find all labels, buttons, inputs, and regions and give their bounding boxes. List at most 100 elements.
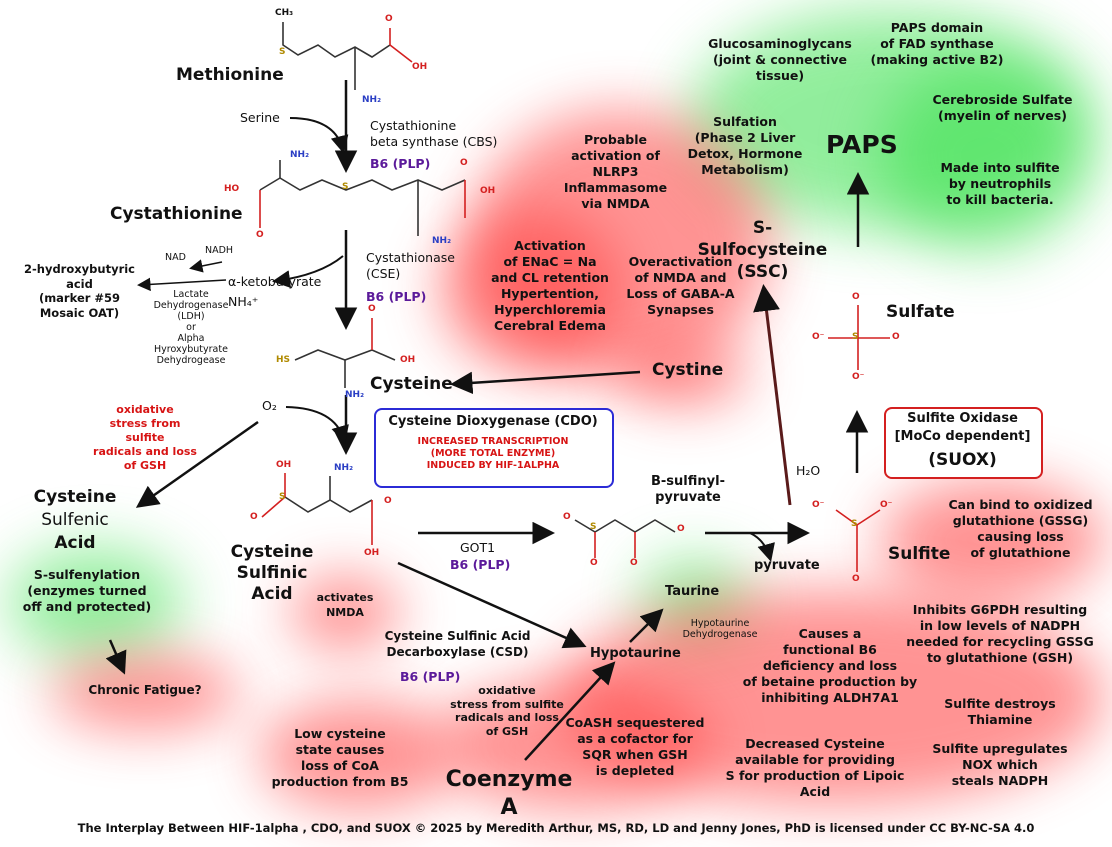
serine-label: Serine	[240, 110, 280, 125]
sulfate-o-top: O	[852, 292, 860, 302]
cystathionine-o-right: O	[460, 158, 468, 168]
sulfinic-oh-bottom: OH	[364, 548, 380, 558]
cysteine-label: Cysteine	[370, 374, 453, 394]
b-sulfinyl-pyruvate-label: B-sulfinyl- pyruvate	[651, 474, 725, 505]
cystathionine-label: Cystathionine	[110, 204, 243, 224]
arrow-pyruvate-out	[749, 532, 775, 562]
nad-label: NAD	[165, 252, 186, 263]
hypotaurine-label: Hypotaurine	[590, 646, 681, 661]
cysteine-hs: HS	[276, 355, 291, 365]
cystathionine-s: S	[342, 182, 349, 192]
coash-note: CoASH sequestered as a cofactor for SQR …	[565, 715, 705, 778]
csd-cofactor: B6 (PLP)	[400, 669, 461, 684]
methionine-nh2: NH₂	[362, 95, 382, 105]
csd-enzyme-label: Cysteine Sulfinic Acid Decarboxylase (CS…	[384, 629, 531, 659]
arrow-o2-in	[285, 406, 349, 444]
h2o-label: H₂O	[796, 463, 821, 478]
glycosaminoglycans-note: Glucosaminoglycans (joint & connective t…	[708, 36, 852, 83]
cysteine-sulfenic-label-2: Sulfenic	[41, 510, 109, 530]
bsulfinyl-o-right: O	[677, 524, 685, 534]
green-region-left	[8, 548, 183, 658]
lipoic-note: Decreased Cysteine available for providi…	[725, 736, 905, 799]
arrow-serine-in	[289, 117, 349, 154]
license-footer: The Interplay Between HIF-1alpha , CDO, …	[77, 821, 1035, 835]
gssg-note: Can bind to oxidized glutathione (GSSG) …	[948, 497, 1093, 560]
sulfite-o-left: O⁻	[812, 500, 825, 510]
sulfinic-o-right: O	[384, 496, 392, 506]
thiamine-note: Sulfite destroys Thiamine	[944, 696, 1056, 727]
sulfation-note: Sulfation (Phase 2 Liver Detox, Hormone …	[687, 114, 803, 177]
sulfinic-s: S	[279, 492, 286, 502]
neutrophils-note: Made into sulfite by neutrophils to kill…	[940, 160, 1060, 207]
b6-note: Causes a functional B6 deficiency and lo…	[742, 626, 918, 705]
arrow-cysteine-to-sulfenic	[135, 420, 259, 508]
low-cysteine-note: Low cysteine state causes loss of CoA pr…	[271, 726, 409, 789]
bsulfinyl-o-ketone: O	[630, 558, 638, 568]
suox-box	[884, 407, 1043, 479]
ketobutyrate-label: α-ketobutyrate	[228, 274, 322, 289]
ldh-note: Lactate Dehydrogenase (LDH) or Alpha Hyr…	[153, 289, 229, 366]
hypotaurine-dh-label: Hypotaurine Dehydrogenase	[682, 618, 758, 640]
sulfate-o-bottom: O⁻	[852, 372, 865, 382]
bsulfinyl-o-left: O	[563, 512, 571, 522]
red-region-enac	[440, 210, 620, 370]
bsulfinyl-skeleton	[574, 519, 676, 533]
cse-enzyme-label: Cystathionase (CSE)	[366, 250, 455, 281]
paps-label: PAPS	[826, 130, 898, 159]
taurine-label: Taurine	[665, 584, 720, 599]
methionine-o: O	[385, 14, 393, 24]
cystathionine-nh2-right: NH₂	[432, 236, 452, 246]
s-sulfocysteine-label: S-Sulfocysteine (SSC)	[697, 218, 828, 282]
cdo-note: INCREASED TRANSCRIPTION (MORE TOTAL ENZY…	[417, 436, 569, 471]
cystathionine-skeleton	[259, 177, 466, 191]
sulfate-o-left: O⁻	[812, 332, 825, 342]
sulfite-o-right: O⁻	[880, 500, 893, 510]
arrow-hypotaurine-to-taurine	[629, 608, 664, 643]
coenzyme-a-label: Coenzyme A	[445, 767, 573, 820]
sulfite-o-bottom: O	[852, 574, 860, 584]
oxidative-stress-note-2: oxidative stress from sulfite radicals a…	[450, 684, 564, 738]
arrow-ketobutyrate-out	[272, 255, 344, 289]
red-region-sulfite-right	[880, 480, 1105, 600]
cysteine-sulfenic-label-1: Cysteine	[33, 487, 117, 507]
enac-note: Activation of ENaC = Na and CL retention…	[491, 238, 609, 333]
g6pdh-note: Inhibits G6PDH resulting in low levels o…	[906, 602, 1094, 665]
cystathionine-oh: OH	[480, 186, 496, 196]
red-region-bottom-middle	[440, 680, 710, 810]
methionine-oh: OH	[412, 62, 428, 72]
arrow-ketobutyrate-to-hydroxybutyric	[137, 277, 227, 292]
sulfate-o-right: O	[892, 332, 900, 342]
arrow-cystine-to-cysteine	[450, 370, 641, 395]
oxidative-stress-note-1: oxidative stress from sulfite radicals a…	[93, 403, 197, 472]
sulfinic-o-left: O	[250, 512, 258, 522]
methionine-label: Methionine	[176, 65, 284, 85]
sulfinic-nh2: NH₂	[334, 463, 354, 473]
activates-nmda-note: activates NMDA	[316, 591, 374, 619]
hydroxybutyric-label: 2-hydroxybutyric acid (marker #59 Mosaic…	[23, 262, 136, 320]
nlrp3-note: Probable activation of NLRP3 Inflammasom…	[563, 132, 668, 211]
sulfite-bonds	[835, 509, 858, 526]
ammonium-label: NH₄⁺	[228, 294, 259, 309]
cbs-enzyme-label: Cystathionine beta synthase (CBS)	[370, 118, 498, 149]
red-region-chronic-fatigue	[50, 655, 240, 730]
red-region-cystine	[620, 345, 750, 405]
sulfite-label: Sulfite	[888, 544, 951, 564]
arrow-nadh-to-nad	[189, 259, 223, 273]
overactivation-note: Overactivation of NMDA and Loss of GABA-…	[626, 254, 735, 317]
arrow-csd	[397, 561, 587, 649]
red-region-activates-nmda	[290, 575, 400, 650]
s-sulfenylation-note: S-sulfenylation (enzymes turned off and …	[22, 567, 152, 614]
green-region-top-right-2	[880, 60, 1090, 250]
cdo-box	[374, 408, 614, 488]
cysteine-oh: OH	[400, 355, 416, 365]
cysteine-sulfenic-label-3: Acid	[54, 533, 96, 553]
suox-label: Sulfite Oxidase [MoCo dependent]	[894, 411, 1031, 444]
cerebroside-note: Cerebroside Sulfate (myelin of nerves)	[932, 92, 1073, 123]
pyruvate-label: pyruvate	[754, 558, 820, 573]
bsulfinyl-s: S	[590, 522, 597, 532]
o2-label: O₂	[262, 398, 277, 413]
cse-cofactor-label: B6 (PLP)	[366, 289, 427, 304]
suox-abbr: (SUOX)	[928, 450, 997, 470]
nox-note: Sulfite upregulates NOX which steals NAD…	[932, 741, 1068, 788]
